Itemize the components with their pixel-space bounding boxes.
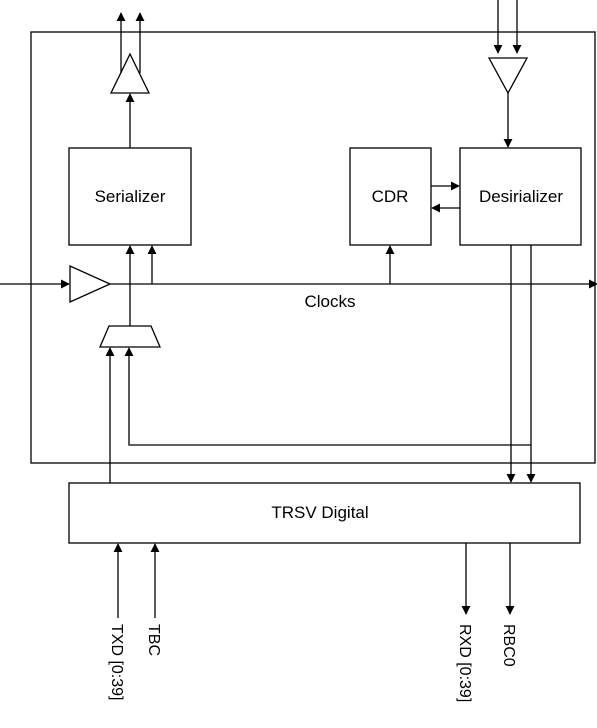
clocks-label: Clocks <box>304 292 355 311</box>
rxd-pin-label: RXD [0:39] <box>456 624 473 702</box>
rbc0-pin-label: RBC0 <box>500 624 517 667</box>
mux-icon <box>99 325 161 348</box>
rx-buffer-icon <box>487 57 529 95</box>
analog-frame <box>30 31 596 464</box>
deserializer-label: Desirializer <box>479 187 563 206</box>
cdr-block <box>349 147 432 246</box>
tx-driver-icon <box>109 52 151 94</box>
trsv-digital-label: TRSV Digital <box>271 503 368 522</box>
deserializer-block <box>459 147 582 246</box>
trsv-digital-block <box>68 482 581 544</box>
clock-buffer-icon <box>69 264 112 304</box>
txd-pin-label: TXD [0:39] <box>108 624 125 700</box>
loopback-path-arrow <box>124 347 531 446</box>
tbc-pin-label: TBC <box>145 624 162 656</box>
cdr-label: CDR <box>372 187 409 206</box>
serializer-label: Serializer <box>95 187 166 206</box>
